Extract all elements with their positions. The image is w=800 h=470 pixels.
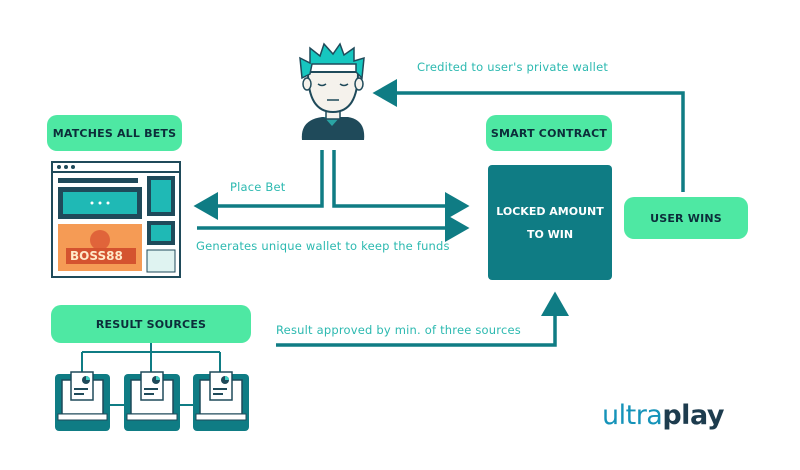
label-credited: Credited to user's private wallet <box>417 60 609 74</box>
label-result-approved: Result approved by min. of three sources <box>276 323 521 337</box>
laptop-document-icon <box>193 371 249 431</box>
matches-all-bets-box: MATCHES ALL BETS <box>47 115 182 151</box>
arrow-credited <box>372 79 685 192</box>
arrow-to-contract <box>332 150 470 220</box>
locked-amount-line1: LOCKED AMOUNT <box>496 204 604 218</box>
logo-part1: ultra <box>602 400 663 431</box>
user-wins-box: USER WINS <box>624 197 748 239</box>
site-logo-text: BOSS88 <box>70 249 123 263</box>
locked-amount-box: LOCKED AMOUNT TO WIN <box>488 165 612 280</box>
logo-part2: play <box>662 400 724 431</box>
smart-contract-box: SMART CONTRACT <box>486 115 612 151</box>
sources-connector <box>81 337 221 372</box>
label-generates: Generates unique wallet to keep the fund… <box>196 239 450 253</box>
laptop-document-icon <box>124 371 180 431</box>
arrow-result <box>276 291 569 347</box>
ultraplay-logo: ultraplay <box>602 400 724 431</box>
locked-amount-line2: TO WIN <box>526 227 574 241</box>
result-sources-box: RESULT SOURCES <box>51 305 251 343</box>
laptop-document-icon <box>55 371 110 431</box>
arrow-place-bet <box>193 150 324 220</box>
label-place-bet: Place Bet <box>230 180 286 194</box>
